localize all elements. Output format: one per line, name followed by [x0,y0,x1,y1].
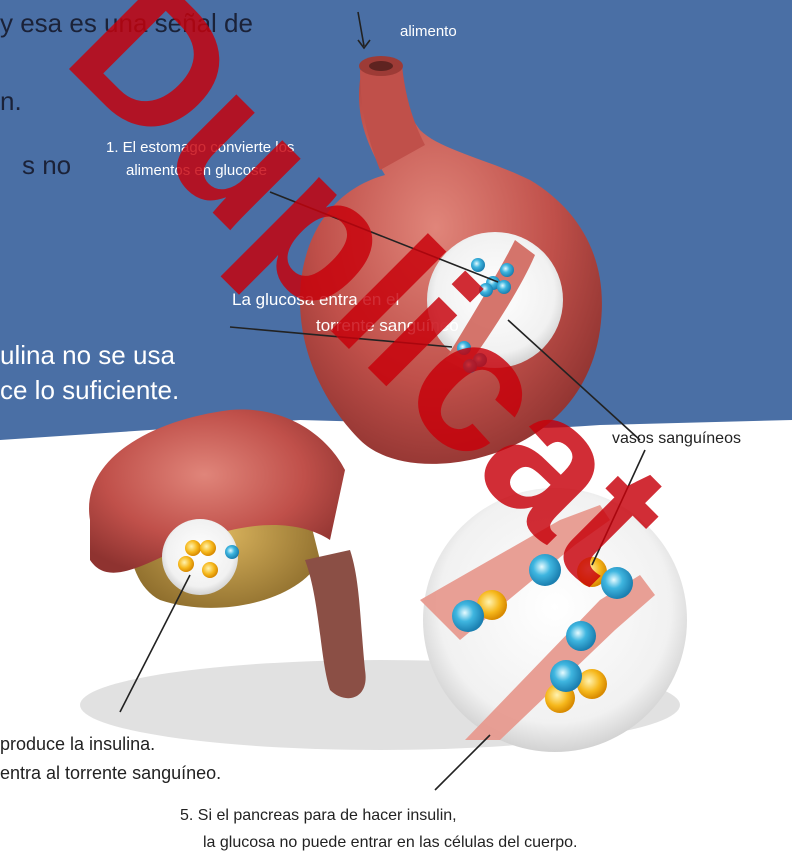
label-step1-line2: alimentos en glucose [126,161,267,181]
bg-text-line-2: n. [0,86,22,117]
label-blood-vessels: vasos sanguíneos [612,428,741,450]
bg-text-line-3: s no [22,150,71,181]
label-pancreas-line2: entra al torrente sanguíneo. [0,762,221,784]
pancreas-bubble [162,519,238,595]
label-glucose-enters-line1: La glucosa entra en el [232,290,399,310]
bg-text-line-5: ce lo suficiente. [0,375,179,406]
label-glucose-enters-line2: torrente sanguíneo [316,316,459,336]
label-food: alimento [400,22,457,42]
bg-text-line-1: y esa es una señal de [0,8,253,39]
label-step5-line1: 5. Si el pancreas para de hacer insulin, [180,805,457,827]
label-step5-line2: la glucosa no puede entrar en las célula… [203,832,577,854]
bg-text-line-4: ulina no se usa [0,340,175,371]
label-step1-line1: 1. El estomago convierte los [106,138,294,158]
label-pancreas-line1: produce la insulina. [0,733,155,755]
